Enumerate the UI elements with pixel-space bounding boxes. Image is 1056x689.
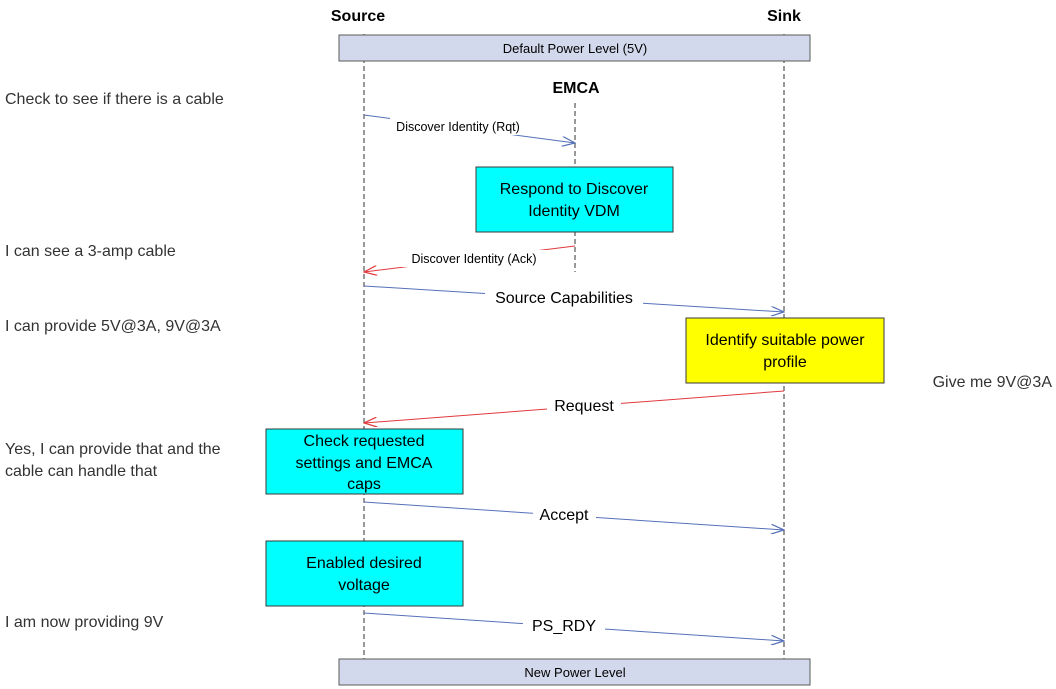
box-respond-line1: Respond to Discover	[500, 181, 649, 198]
label-bg-ps-rdy	[523, 617, 605, 636]
note-can-provide: I can provide 5V@3A, 9V@3A	[5, 318, 221, 335]
label-request: Request	[554, 398, 614, 415]
box-respond-line2: Identity VDM	[528, 203, 620, 220]
box-enabled-line2: voltage	[338, 577, 390, 594]
label-bg-request	[547, 397, 621, 416]
box-check-requested	[265, 428, 464, 495]
label-accept: Accept	[540, 507, 589, 524]
label-source-caps: Source Capabilities	[495, 290, 633, 307]
new-power-label: New Power Level	[524, 665, 625, 680]
label-discover-rqt: Discover Identity (Rqt)	[396, 120, 520, 134]
box-identify-profile	[685, 317, 885, 384]
default-power-bar	[338, 34, 811, 62]
participant-source: Source	[331, 8, 385, 25]
note-now-providing: I am now providing 9V	[5, 614, 164, 631]
box-check-line2: settings and EMCA	[296, 455, 433, 472]
label-ps-rdy: PS_RDY	[532, 618, 596, 635]
note-yes-line2: cable can handle that	[5, 463, 158, 480]
label-bg-source-caps	[485, 288, 643, 307]
box-check-line1: Check requested	[304, 433, 425, 450]
box-enabled-line1: Enabled desired	[306, 555, 422, 572]
label-bg-discover-ack	[398, 250, 550, 267]
note-see-cable: I can see a 3-amp cable	[5, 243, 176, 260]
note-check-cable: Check to see if there is a cable	[5, 91, 224, 108]
default-power-label: Default Power Level (5V)	[503, 41, 648, 56]
note-yes-line1: Yes, I can provide that and the	[5, 441, 221, 458]
box-enabled-voltage	[265, 540, 464, 607]
box-identify-line1: Identify suitable power	[705, 332, 865, 349]
note-give-me: Give me 9V@3A	[933, 374, 1053, 391]
box-identify-line2: profile	[763, 354, 807, 371]
new-power-bar	[338, 658, 811, 686]
participant-sink: Sink	[767, 8, 801, 25]
box-check-line3: caps	[347, 476, 381, 493]
participant-emca: EMCA	[552, 80, 600, 97]
label-discover-ack: Discover Identity (Ack)	[411, 252, 536, 266]
box-respond-discover	[475, 166, 674, 233]
label-bg-discover-rqt	[390, 118, 526, 135]
label-bg-accept	[533, 506, 596, 525]
